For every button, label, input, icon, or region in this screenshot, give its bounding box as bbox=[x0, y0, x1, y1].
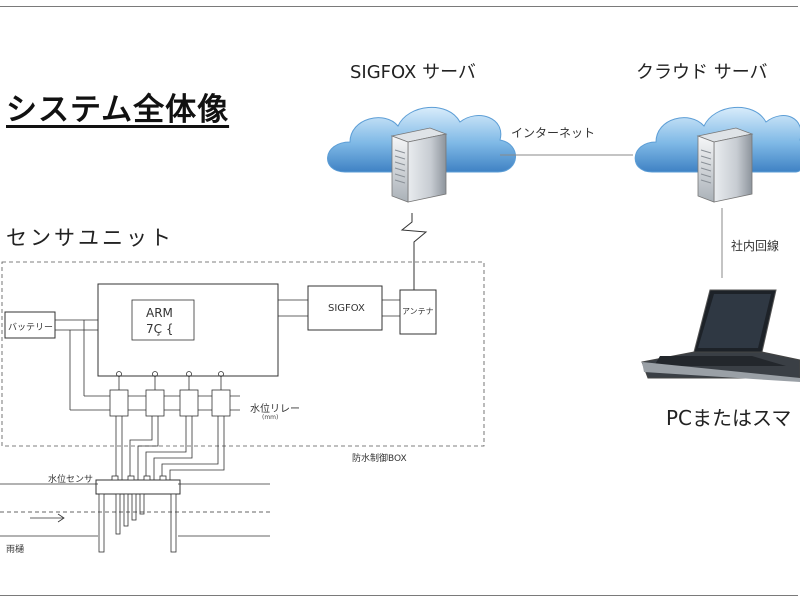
arm-label: ARM bbox=[146, 306, 173, 320]
page-frame bbox=[0, 6, 798, 596]
sigfox-module-label: SIGFOX bbox=[328, 303, 365, 314]
arm-chip bbox=[131, 299, 195, 341]
sigfox-server-label: SIGFOX サーバ bbox=[350, 62, 476, 83]
client-device-label: PCまたはスマ bbox=[666, 406, 792, 430]
antenna-box bbox=[399, 289, 437, 335]
waterproof-box bbox=[1, 261, 485, 447]
internet-link-label: インターネット bbox=[511, 126, 596, 140]
water-level-sensor-label: 水位センサ bbox=[48, 475, 94, 485]
relay-sub-label: (mm) bbox=[262, 414, 279, 421]
waterproof-box-label: 防水制御BOX bbox=[352, 454, 407, 464]
water-level-sensor bbox=[95, 479, 181, 495]
rain-gutter bbox=[0, 483, 270, 537]
laptop-icon bbox=[641, 289, 800, 382]
page-title: システム全体像 bbox=[6, 92, 230, 128]
arm-sub-label: 7Ç { bbox=[146, 322, 174, 336]
cloud-server-icon bbox=[696, 127, 754, 203]
antenna-signal-line bbox=[400, 213, 428, 290]
flow-arrow-icon bbox=[30, 513, 65, 523]
relay-3 bbox=[179, 371, 199, 417]
relay-2 bbox=[145, 371, 165, 417]
sigfox-server-icon bbox=[390, 127, 448, 203]
battery-label: バッテリー bbox=[8, 323, 54, 333]
relay-label: 水位リレー bbox=[250, 404, 300, 415]
relay-4 bbox=[211, 371, 231, 417]
relay-1 bbox=[109, 371, 129, 417]
sensor-unit-label: センサユニット bbox=[6, 226, 174, 250]
rain-gutter-label: 雨樋 bbox=[6, 545, 25, 555]
sigfox-module bbox=[307, 285, 383, 331]
cloud-server-label: クラウド サーバ bbox=[636, 62, 768, 83]
antenna-label: アンテナ bbox=[402, 307, 434, 316]
internal-line-label: 社内回線 bbox=[731, 239, 780, 253]
battery-box bbox=[4, 311, 56, 339]
